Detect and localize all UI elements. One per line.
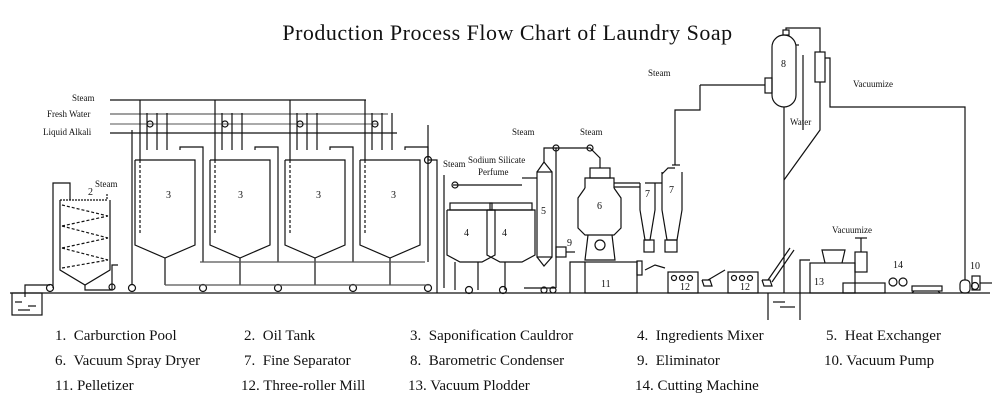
process-flow-diagram: Steam Fresh Water Liquid Alkali Steam 2 … xyxy=(10,27,992,320)
pelletizer xyxy=(569,260,666,294)
vacuum-plodder xyxy=(799,237,886,294)
sodium-silicate-label: Sodium Silicate xyxy=(468,155,525,165)
equipment-number-14: 14 xyxy=(893,260,903,271)
legend-item: 2. Oil Tank xyxy=(244,328,316,344)
legend-item: 1. Carburction Pool xyxy=(55,328,177,344)
equipment-number-4b: 4 xyxy=(502,228,507,239)
equipment-number-7b: 7 xyxy=(669,185,674,196)
vacuumize-label-top: Vacuumize xyxy=(853,79,893,89)
vacuumize-label-plodder: Vacuumize xyxy=(832,225,872,235)
fine-separators xyxy=(639,85,701,253)
eliminator xyxy=(555,246,575,258)
legend-item: 10. Vacuum Pump xyxy=(824,353,935,369)
equipment-number-12b: 12 xyxy=(740,282,750,293)
saponification-cauldron xyxy=(134,100,208,293)
vacuum-spray-dryer xyxy=(577,167,640,261)
oil-tank-steam-label: Steam xyxy=(95,179,118,189)
legend-item: 5. Heat Exchanger xyxy=(826,328,941,344)
equipment-number-5: 5 xyxy=(541,206,546,217)
liquid-alkali-input-label: Liquid Alkali xyxy=(43,127,92,137)
legend-item: 14. Cutting Machine xyxy=(635,378,759,394)
fresh-water-input-label: Fresh Water xyxy=(47,109,90,119)
saponification-cauldron xyxy=(284,100,358,293)
equipment-number-2: 2 xyxy=(88,187,93,198)
equipment-number-10: 10 xyxy=(970,261,980,272)
input-lines xyxy=(110,99,397,134)
barometric-condenser xyxy=(700,27,966,293)
legend-item: 9. Eliminator xyxy=(637,353,720,369)
heat-exchanger-steam-label: Steam xyxy=(512,127,535,137)
hot-well xyxy=(767,293,801,320)
equipment-number-7a: 7 xyxy=(645,189,650,200)
legend-item: 3. Saponification Cauldror xyxy=(410,328,574,344)
saponification-cauldron xyxy=(359,100,433,293)
equipment-number-8: 8 xyxy=(781,59,786,70)
equipment-number-3b: 3 xyxy=(238,190,243,201)
legend-item: 8. Barometric Condenser xyxy=(410,353,565,369)
equipment-number-11: 11 xyxy=(601,279,611,290)
cutting-machine xyxy=(888,277,943,294)
vacuum-pump xyxy=(959,275,992,294)
saponification-cauldrons xyxy=(134,100,433,293)
equipment-number-4a: 4 xyxy=(464,228,469,239)
oil-tank xyxy=(45,130,137,293)
equipment-number-3a: 3 xyxy=(166,190,171,201)
equipment-number-9: 9 xyxy=(567,238,572,249)
equipment-number-3d: 3 xyxy=(391,190,396,201)
ingredients-mixers xyxy=(443,175,536,295)
dryer-steam-label: Steam xyxy=(580,127,603,137)
equipment-number-3c: 3 xyxy=(316,190,321,201)
legend-item: 7. Fine Separator xyxy=(244,353,351,369)
mixer-steam-label: Steam xyxy=(443,159,466,169)
equipment-number-6: 6 xyxy=(597,201,602,212)
condenser-steam-label: Steam xyxy=(648,68,671,78)
perfume-label: Perfume xyxy=(478,167,509,177)
three-roller-mills xyxy=(667,247,795,294)
legend-item: 13. Vacuum Plodder xyxy=(408,378,530,394)
legend-item: 6. Vacuum Spray Dryer xyxy=(55,353,201,369)
heat-exchanger xyxy=(522,144,601,294)
legend-item: 4. Ingredients Mixer xyxy=(637,328,764,344)
steam-input-label: Steam xyxy=(72,93,95,103)
legend-item: 12. Three-roller Mill xyxy=(241,378,366,394)
legend-item: 11. Pelletizer xyxy=(55,378,134,394)
equipment-number-13: 13 xyxy=(814,277,824,288)
diagram-title: Production Process Flow Chart of Laundry… xyxy=(282,20,733,45)
carburetion-pool xyxy=(11,284,50,316)
saponification-cauldron xyxy=(209,100,283,293)
equipment-number-12a: 12 xyxy=(680,282,690,293)
water-label: Water xyxy=(790,117,811,127)
